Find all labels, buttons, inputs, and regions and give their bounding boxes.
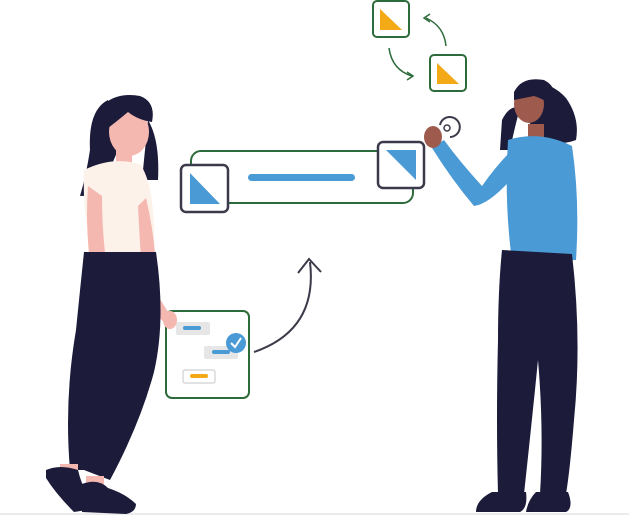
right-person-hair-top: [514, 79, 557, 112]
right-person-arm-lowered: [548, 150, 573, 272]
right-person: [424, 79, 578, 512]
refresh-arrow-up-icon: [425, 17, 447, 47]
progress-bar-fill: [248, 174, 355, 181]
sticky-note-top: [372, 0, 410, 38]
left-person-shoe-right: [82, 481, 136, 514]
refresh-arrow-up-head: [422, 13, 431, 23]
right-person-pants: [497, 250, 578, 494]
left-person-face: [109, 108, 149, 156]
right-person-arm-raised: [432, 140, 514, 206]
chat-bubble-3-line: [190, 374, 208, 378]
chat-bubble-1-line: [183, 326, 201, 330]
checkmark-glyph: [230, 337, 242, 349]
right-person-hand-raised: [424, 126, 442, 148]
curved-arrow-head: [297, 257, 322, 274]
chat-bubble-2-line: [212, 350, 230, 354]
gesture-ring-icon: [439, 116, 461, 138]
sticky-note-bottom: [429, 54, 467, 92]
right-person-shoe-right: [526, 492, 571, 512]
refresh-arrow-down-icon: [388, 47, 413, 77]
progress-card: [179, 140, 426, 214]
sticky-note-swap-group: [372, 0, 467, 92]
left-person-hand-right: [163, 311, 177, 329]
left-person-hair-back-right: [142, 120, 159, 180]
sticky-note-top-fold: [380, 9, 402, 30]
refresh-arrow-down-head: [406, 71, 415, 81]
right-person-hair-side: [500, 107, 520, 150]
left-person: [46, 95, 172, 514]
left-person-ankle-right: [86, 476, 104, 486]
left-handle-icon: [190, 173, 220, 204]
curved-arrow-icon: [253, 261, 312, 353]
checkmark-badge-icon: [226, 333, 246, 353]
sticky-note-bottom-icon: [437, 63, 459, 84]
chat-card: [163, 310, 250, 399]
left-person-hair-top: [104, 95, 153, 128]
right-person-shoe-left: [476, 492, 527, 512]
right-handle-icon: [386, 150, 416, 180]
left-person-pants: [68, 252, 161, 480]
